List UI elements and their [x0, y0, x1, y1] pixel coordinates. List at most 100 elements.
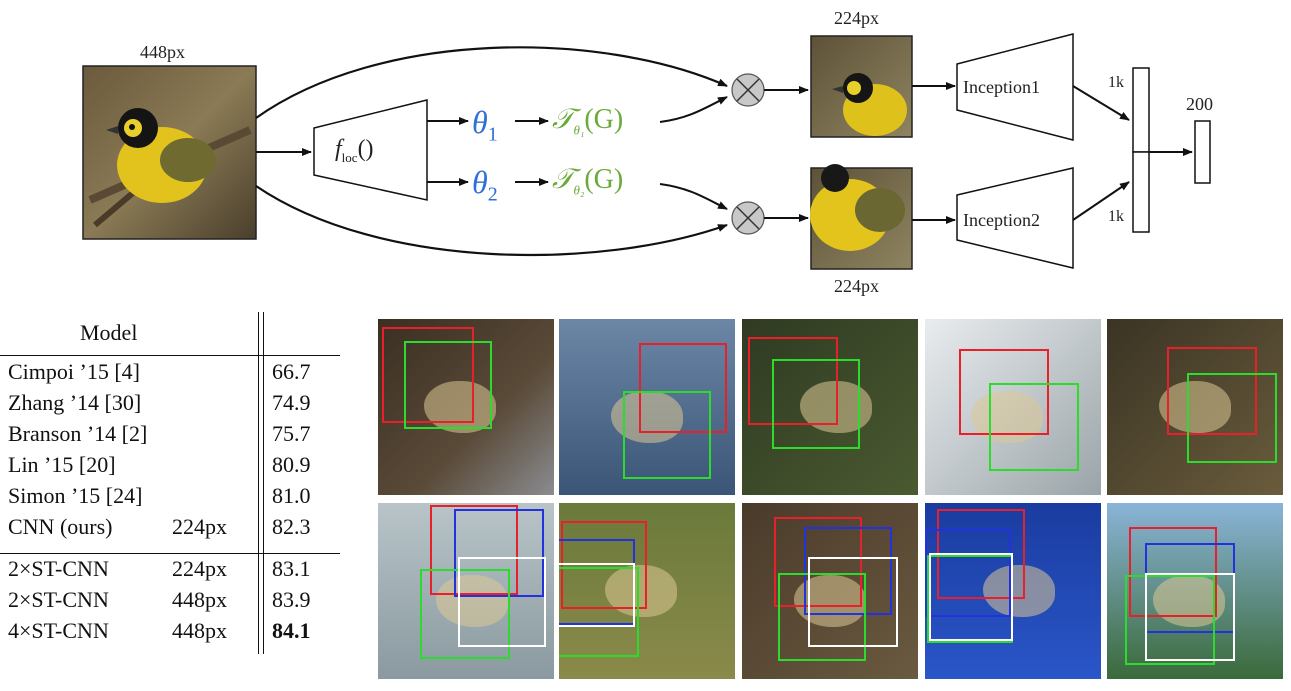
- crop-bottom-size-label: 224px: [834, 276, 879, 296]
- loc-net-label: floc(): [335, 136, 374, 165]
- row-acc: 83.9: [272, 587, 311, 612]
- attention-box: [559, 563, 635, 627]
- bird-silhouette: [1159, 381, 1231, 433]
- table-header: Model: [0, 320, 340, 351]
- input-bird-image: [82, 65, 257, 240]
- output-vector: [1194, 120, 1211, 184]
- crop-image-1: [810, 35, 913, 138]
- attention-box: [925, 529, 1011, 617]
- row-acc: 83.1: [272, 556, 311, 581]
- row-acc: 82.3: [272, 514, 311, 539]
- attention-box: [778, 573, 866, 661]
- arrow-inception2-to-feat2: [1072, 181, 1130, 221]
- attention-box: [454, 509, 544, 597]
- attention-box: [430, 505, 518, 595]
- row-model: Zhang ’14 [30]: [8, 390, 142, 415]
- crop-image-2: [810, 164, 913, 270]
- inception2-label: Inception2: [963, 210, 1040, 230]
- attention-box: [1167, 347, 1257, 435]
- table-row: 4×ST-CNN 448px 84.1: [0, 618, 340, 649]
- bird-photo-tile: [742, 319, 918, 495]
- row-acc: 80.9: [272, 452, 311, 477]
- table-row: Zhang ’14 [30] 74.9: [0, 390, 340, 421]
- architecture-diagram: [82, 33, 1211, 270]
- section-rule: [0, 553, 340, 554]
- row-acc: 75.7: [272, 421, 311, 446]
- row-acc-best: 84.1: [272, 618, 311, 643]
- table-row: 2×ST-CNN 224px 83.1: [0, 556, 340, 587]
- row-model: Cimpoi ’15 [4]: [8, 359, 140, 384]
- transform1-label: 𝒯θ₁(G): [552, 104, 624, 138]
- row-model: 2×ST-CNN: [8, 587, 109, 612]
- attention-box: [561, 521, 647, 609]
- attention-box: [404, 341, 492, 429]
- table-row: 2×ST-CNN 448px 83.9: [0, 587, 340, 618]
- feat1-label: 1k: [1108, 74, 1124, 91]
- theta2-label: θ2: [472, 164, 498, 206]
- row-model: Branson ’14 [2]: [8, 421, 148, 446]
- inception1-network: [956, 33, 1074, 141]
- bird-photo-tile: [925, 503, 1101, 679]
- bird-photo-tile: [1107, 319, 1283, 495]
- attention-box: [772, 359, 860, 449]
- attention-box: [1145, 573, 1235, 661]
- inception1-label: Inception1: [963, 77, 1040, 97]
- row-model: 2×ST-CNN: [8, 556, 109, 581]
- bird-photo-tile: [742, 503, 918, 679]
- attention-box: [774, 517, 862, 607]
- feat2-label: 1k: [1108, 208, 1124, 225]
- attention-box: [748, 337, 838, 425]
- table-row: CNN (ours) 224px 82.3: [0, 514, 340, 545]
- feature-vector-1: [1132, 67, 1150, 153]
- attention-box: [959, 349, 1049, 435]
- attention-box: [559, 567, 639, 657]
- row-acc: 81.0: [272, 483, 311, 508]
- bird-photo-tile: [378, 503, 554, 679]
- column-divider-left: [258, 312, 259, 654]
- attention-box: [989, 383, 1079, 471]
- table-row: Branson ’14 [2] 75.7: [0, 421, 340, 452]
- arrow-inception1-to-feat1: [1072, 85, 1130, 121]
- arrow-input-to-sampler1: [255, 46, 728, 119]
- attention-box: [458, 557, 546, 647]
- arrow-transform1-to-sampler1: [659, 96, 728, 123]
- localisation-network: [313, 99, 428, 201]
- arrow-transform2-to-sampler2: [659, 183, 728, 210]
- row-model: 4×ST-CNN: [8, 618, 109, 643]
- inception2-network: [956, 167, 1074, 269]
- bird-silhouette: [983, 565, 1055, 617]
- sampler-1: [731, 73, 765, 107]
- bird-silhouette: [794, 575, 866, 627]
- sampler-2: [731, 201, 765, 235]
- row-res: 448px: [172, 618, 227, 643]
- row-res: 448px: [172, 587, 227, 612]
- bird-silhouette: [424, 381, 496, 433]
- output-label: 200: [1186, 94, 1213, 114]
- crop-top-size-label: 224px: [834, 8, 879, 28]
- column-divider-right: [263, 312, 264, 654]
- bird-photo-tile: [925, 319, 1101, 495]
- table-row: Simon ’15 [24] 81.0: [0, 483, 340, 514]
- bird-photo-tile: [378, 319, 554, 495]
- feature-vector-2: [1132, 151, 1150, 233]
- attention-box: [420, 569, 510, 659]
- attention-box: [929, 553, 1013, 641]
- bird-silhouette: [436, 575, 508, 627]
- row-res: 224px: [172, 514, 227, 539]
- attention-box: [1125, 575, 1215, 665]
- row-model: Simon ’15 [24]: [8, 483, 143, 508]
- row-model: Lin ’15 [20]: [8, 452, 116, 477]
- theta1-label: θ1: [472, 104, 498, 146]
- row-model: CNN (ours): [8, 514, 113, 539]
- bird-photo-tile: [1107, 503, 1283, 679]
- row-acc: 74.9: [272, 390, 311, 415]
- transform2-label: 𝒯θ₂(G): [552, 164, 624, 198]
- input-size-label: 448px: [140, 42, 185, 62]
- attention-box: [623, 391, 711, 479]
- arrow-input-to-sampler2: [255, 185, 728, 257]
- header-model: Model: [80, 320, 138, 345]
- bird-photo-tile: [559, 319, 735, 495]
- attention-box: [639, 343, 727, 433]
- header-rule: [0, 355, 340, 356]
- table-row: Lin ’15 [20] 80.9: [0, 452, 340, 483]
